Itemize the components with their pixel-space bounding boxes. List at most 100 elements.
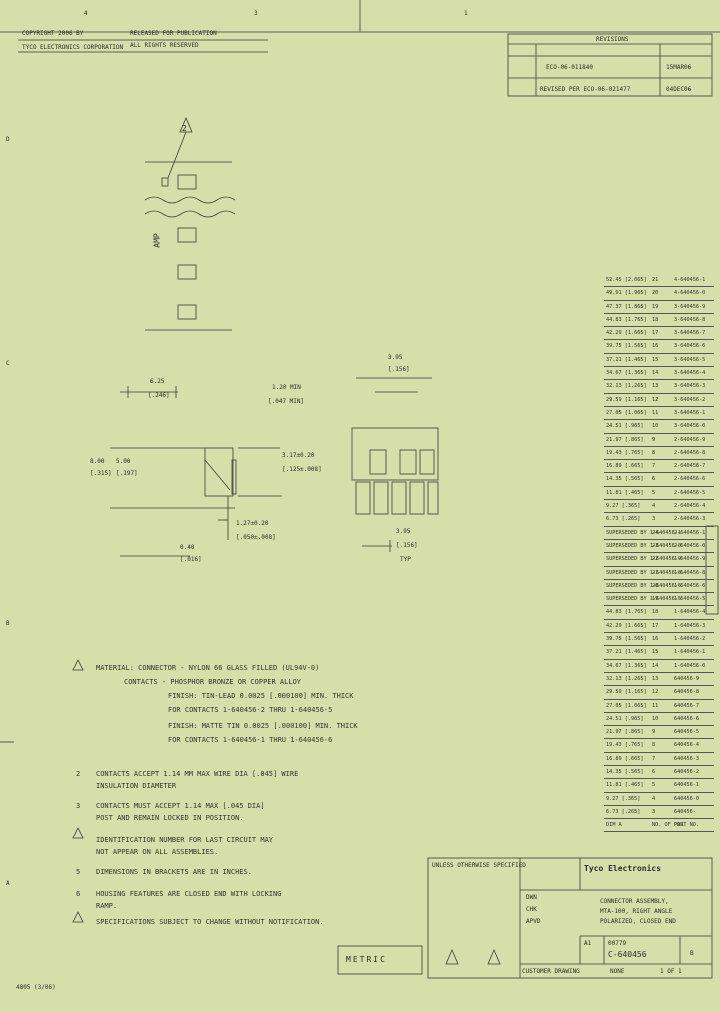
note-4-line-2: NOT APPEAR ON ALL ASSEMBLIES. [96, 848, 219, 856]
dim-4: 5.00 [116, 458, 131, 465]
table-cell: 4-640456-0 [674, 290, 706, 297]
table-cell: 3-640456-2 [674, 396, 706, 403]
table-cell: 5 [652, 489, 656, 496]
zone-d: D [6, 136, 10, 143]
table-cell: DIM A [606, 822, 622, 829]
table-cell: 22 [652, 556, 659, 563]
table-cell: 18 [652, 609, 659, 616]
table-cell: 1-640456-5 [674, 596, 706, 603]
table-cell: 640456-7 [674, 702, 699, 709]
table-cell: 34.67 [1.365] [606, 662, 647, 669]
table-cell: 34.67 [1.365] [606, 370, 647, 377]
table-cell: 640456-9 [674, 675, 699, 682]
table-cell: SUPERSEDED BY 1-640456-8 [606, 569, 681, 576]
table-cell: 27.05 [1.065] [606, 702, 647, 709]
dim-4b: [.197] [116, 470, 138, 477]
copyright: COPYRIGHT 2006 BY [22, 30, 84, 37]
table-cell: 16 [652, 343, 659, 350]
table-cell: 640456-2 [674, 768, 699, 775]
table-cell: 2-640456-5 [674, 489, 706, 496]
table-cell: 1-640456-1 [674, 649, 706, 656]
title-line-1: CONNECTOR ASSEMBLY, [600, 898, 669, 905]
detail-label: AMP [152, 233, 162, 248]
note-5-line-1: DIMENSIONS IN BRACKETS ARE IN INCHES. [96, 868, 252, 876]
table-cell: 11 [652, 702, 659, 709]
table-cell: 3-640456-4 [674, 370, 706, 377]
table-cell: SUPERSEDED BY 1-640456-1 [606, 529, 681, 536]
dim-1b: [.246] [148, 392, 170, 399]
table-cell: 4-640456-1 [674, 277, 706, 283]
table-cell: 640456-3 [674, 755, 699, 762]
dim-3b: [.315] [90, 470, 112, 477]
note-7-line-1: SPECIFICATIONS SUBJECT TO CHANGE WITHOUT… [96, 918, 324, 926]
revisions-title: REVISIONS [596, 36, 629, 43]
rev-row-b-desc: REVISED PER ECO-06-021477 [540, 86, 631, 93]
table-cell: 24 [652, 529, 659, 536]
table-cell: 21 [652, 277, 659, 283]
zone-a: A [6, 880, 10, 887]
dim-9: 3.95 [396, 528, 411, 535]
note-4-line-1: IDENTIFICATION NUMBER FOR LAST CIRCUIT M… [96, 836, 274, 844]
dim-8b: [.156] [388, 366, 410, 373]
note-2-line-1: CONTACTS ACCEPT 1.14 MM MAX WIRE DIA [.0… [96, 770, 299, 778]
note-3-line-1: CONTACTS MUST ACCEPT 1.14 MAX [.045 DIA] [96, 802, 265, 810]
zone-4: 4 [84, 10, 88, 17]
table-cell: 21.97 [.865] [606, 729, 644, 736]
table-cell: 42.29 [1.665] [606, 330, 647, 337]
zone-c: C [6, 360, 10, 367]
table-cell: 15 [652, 356, 659, 363]
note-2-num: 2 [76, 770, 81, 778]
table-cell: 3-640456-3 [674, 383, 706, 390]
table-cell: 10 [652, 715, 659, 722]
table-cell: 19 [652, 596, 659, 603]
table-cell: 3-640456-9 [674, 303, 706, 310]
table-cell: 13 [652, 675, 659, 682]
table-cell: PART NO. [674, 822, 699, 829]
table-cell: 6 [652, 768, 656, 775]
table-cell: 640456-6 [674, 715, 699, 722]
dim-9b: [.156] [396, 542, 418, 549]
footer-code: 4805 (3/06) [16, 984, 56, 991]
table-cell: 3-640456-1 [674, 409, 706, 416]
note-1-line-6: FOR CONTACTS 1-640456-1 THRU 1-640456-6 [168, 736, 333, 744]
note-3-line-2: POST AND REMAIN LOCKED IN POSITION. [96, 814, 244, 822]
table-cell: 37.21 [1.465] [606, 649, 647, 656]
table-cell: 10 [652, 423, 659, 430]
table-cell: 2-640456-7 [674, 463, 706, 470]
dim-6: 1.27±0.20 [236, 520, 269, 527]
table-cell: 39.75 [1.565] [606, 636, 647, 643]
table-cell: 19 [652, 303, 659, 310]
table-cell: 6.73 [.265] [606, 516, 641, 523]
table-cell: 14 [652, 662, 659, 669]
zone-1: 1 [464, 10, 468, 17]
table-cell: 4 [652, 503, 656, 510]
table-cell: 9.27 [.365] [606, 795, 641, 802]
rights: ALL RIGHTS RESERVED [130, 42, 199, 49]
table-cell: 6 [652, 476, 656, 483]
table-cell: SUPERSEDED BY 1-640456-6 [606, 582, 681, 589]
table-cell: 2-640456-8 [674, 449, 706, 456]
note-1-line-1: MATERIAL: CONNECTOR - NYLON 66 GLASS FIL… [96, 664, 320, 672]
table-cell: 2-640456-4 [674, 503, 706, 510]
table-cell: 27.05 [1.065] [606, 409, 647, 416]
rev-row-a-desc: ECO-06-011840 [546, 64, 593, 71]
table-cell: 2-640456-9 [674, 436, 706, 443]
